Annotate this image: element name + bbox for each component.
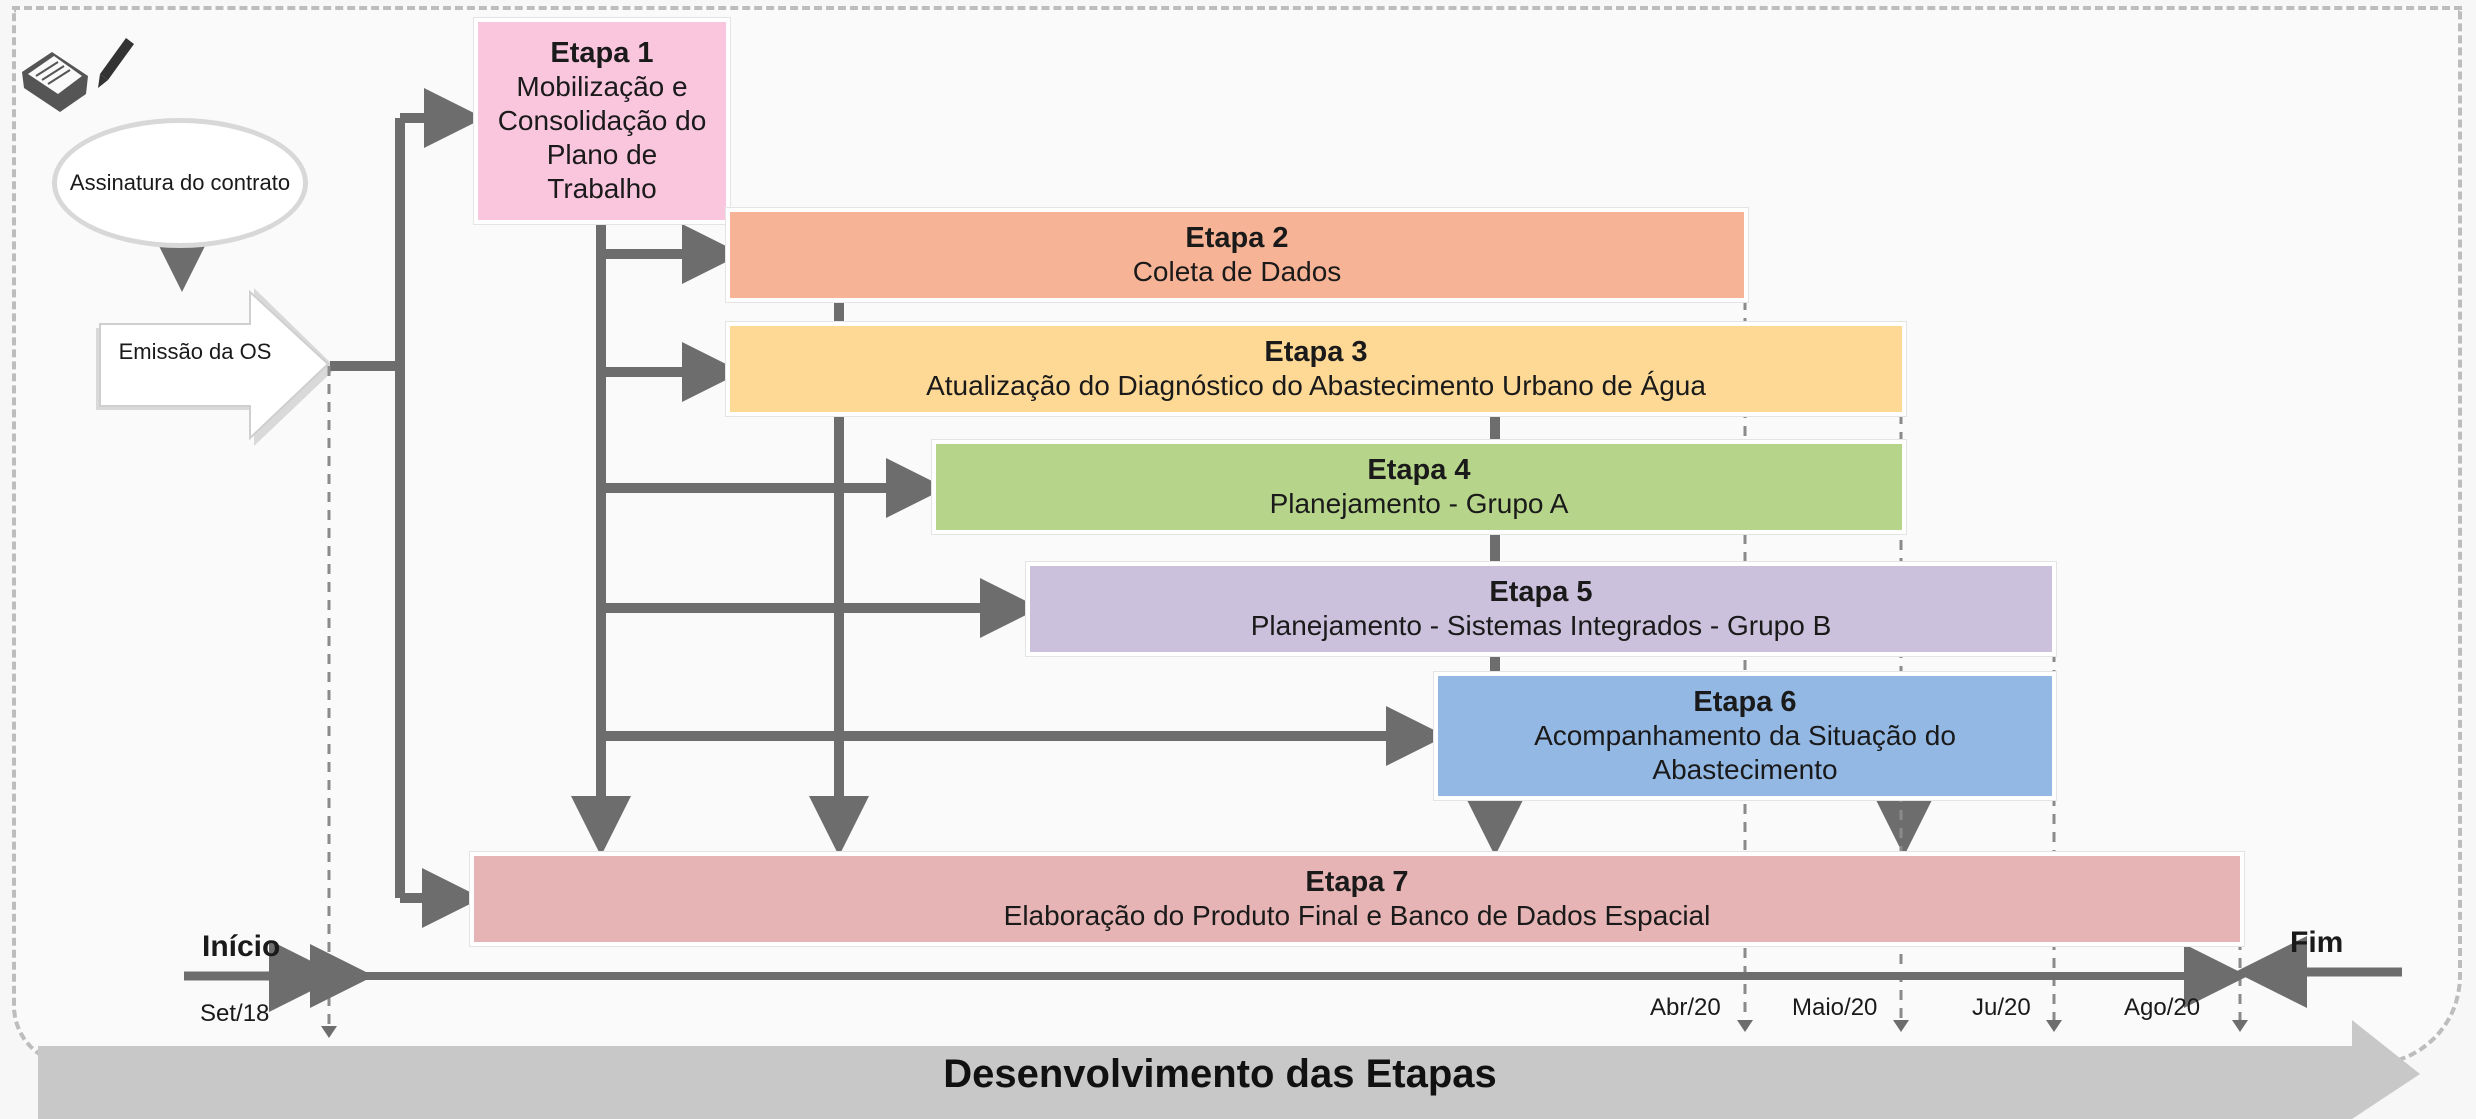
contract-signing-label: Assinatura do contrato bbox=[69, 170, 291, 195]
development-arrow bbox=[38, 1020, 2420, 1119]
etapa1-box: Etapa 1 Mobilização e Consolidação do Pl… bbox=[474, 18, 730, 224]
etapa6-box: Etapa 6 Acompanhamento da Situação do Ab… bbox=[1434, 672, 2056, 800]
date-label-ago20: Ago/20 bbox=[2124, 994, 2201, 1021]
etapa6-desc: Acompanhamento da Situação do Abastecime… bbox=[1534, 720, 1956, 785]
etapa1-desc: Mobilização e Consolidação do Plano de T… bbox=[497, 71, 707, 204]
contract-signing-icon bbox=[22, 38, 134, 112]
etapa5-box: Etapa 5 Planejamento - Sistemas Integrad… bbox=[1026, 562, 2056, 656]
etapa1-title: Etapa 1 bbox=[550, 37, 654, 69]
etapa5-desc: Planejamento - Sistemas Integrados - Gru… bbox=[1250, 610, 1832, 641]
etapa6-title: Etapa 6 bbox=[1693, 686, 1797, 718]
etapa3-title: Etapa 3 bbox=[1264, 336, 1368, 368]
etapa4-box: Etapa 4 Planejamento - Grupo A bbox=[932, 440, 1906, 534]
end-label: Fim bbox=[2290, 926, 2344, 959]
etapa2-desc: Coleta de Dados bbox=[1132, 256, 1342, 287]
etapa4-desc: Planejamento - Grupo A bbox=[1269, 488, 1569, 519]
date-label-abr20: Abr/20 bbox=[1650, 994, 1721, 1021]
etapa2-title: Etapa 2 bbox=[1185, 222, 1289, 254]
etapa4-title: Etapa 4 bbox=[1367, 454, 1471, 486]
date-guide-heads bbox=[321, 1020, 2248, 1038]
start-label: Início bbox=[202, 930, 281, 963]
date-label-ju20: Ju/20 bbox=[1972, 994, 2031, 1021]
start-date-label: Set/18 bbox=[200, 1000, 270, 1027]
footer-title: Desenvolvimento das Etapas bbox=[943, 1052, 1497, 1096]
etapa3-box: Etapa 3 Atualização do Diagnóstico do Ab… bbox=[726, 322, 1906, 416]
etapa3-desc: Atualização do Diagnóstico do Abastecime… bbox=[926, 370, 1706, 401]
etapa7-box: Etapa 7 Elaboração do Produto Final e Ba… bbox=[470, 852, 2244, 946]
etapa7-desc: Elaboração do Produto Final e Banco de D… bbox=[1003, 900, 1711, 931]
os-block-arrow bbox=[96, 288, 336, 446]
contract-signing-node: Assinatura do contrato bbox=[52, 118, 308, 248]
etapa7-title: Etapa 7 bbox=[1305, 866, 1409, 898]
etapa2-box: Etapa 2 Coleta de Dados bbox=[726, 208, 1748, 302]
os-issuance-label: Emissão da OS bbox=[118, 339, 272, 364]
date-label-maio20: Maio/20 bbox=[1792, 994, 1878, 1021]
etapa5-title: Etapa 5 bbox=[1489, 576, 1593, 608]
